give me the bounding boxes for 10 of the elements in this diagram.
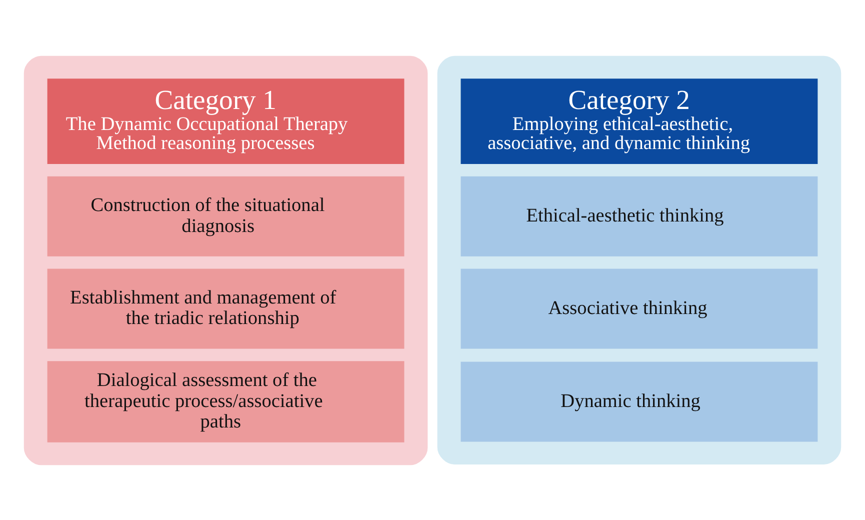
node-box: Category 1 The Dynamic Occupational Therapy Method reasoning processes	[47, 78, 404, 164]
node-box: Dynamic thinking	[460, 361, 818, 442]
node-box: Category 2 Employing ethical-aesthetic, associative, and dynamic thinking	[460, 78, 818, 164]
node-box: Ethical-aesthetic thinking	[460, 176, 818, 256]
cluster	[437, 55, 842, 464]
cluster	[24, 55, 428, 465]
node-box: Associative thinking	[460, 268, 818, 348]
node-box: Dialogical assessment of the therapeutic process/associative paths	[47, 360, 404, 442]
node-box: Construction of the situational diagnosis	[47, 176, 404, 256]
node-box: Establishment and management of the triadic relationship	[47, 268, 404, 348]
